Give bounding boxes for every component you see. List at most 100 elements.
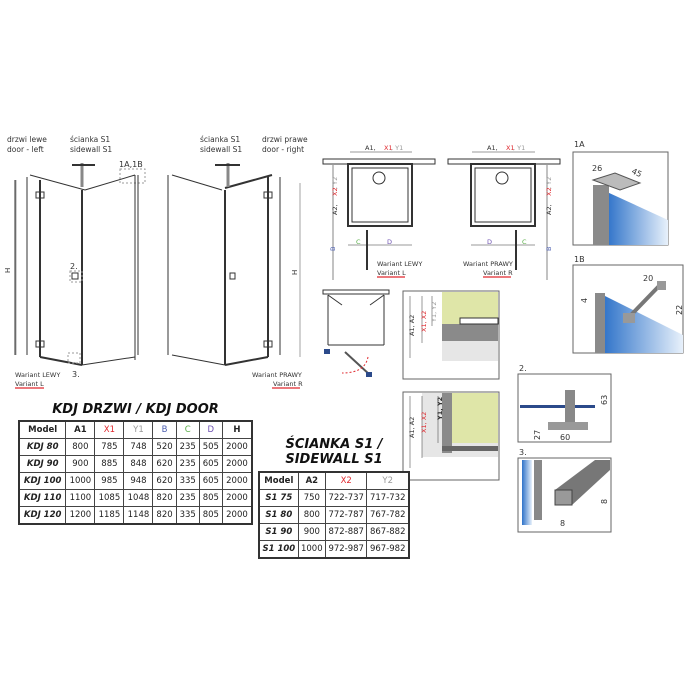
value-cell: 717-732: [366, 489, 410, 507]
plan-left-b: B: [329, 247, 337, 251]
plan-right-width-x: X1: [506, 144, 515, 152]
model-cell: S1 90: [258, 523, 299, 541]
value-cell: 1048: [123, 489, 154, 507]
value-cell: 335: [175, 472, 200, 490]
model-cell: KDJ 80: [18, 438, 67, 456]
value-cell: 1185: [94, 506, 125, 525]
handle-seal-details: 2. 63 27 60 3. 8 8: [517, 364, 612, 533]
model-cell: S1 80: [258, 506, 299, 524]
plan-right: A1, X1 , Y1 A2, X2 , Y2 B D C Wariant PR…: [447, 144, 561, 280]
door-table-title: KDJ DRZWI / KDJ DOOR: [52, 402, 219, 417]
sidewall-table-title: ŚCIANKA S1 / SIDEWALL S1: [258, 437, 410, 467]
label-sidewall-2: sidewall S1: [70, 145, 112, 154]
value-cell: 750: [297, 489, 326, 507]
value-cell: 235: [175, 455, 200, 473]
detail-3-marker: 3.: [72, 370, 80, 379]
plan-left-d: D: [387, 238, 392, 246]
value-cell: 1085: [94, 489, 125, 507]
variant-left-en: Variant L: [15, 380, 44, 388]
value-cell: 1000: [297, 540, 326, 559]
value-cell: 2000: [221, 489, 253, 507]
column-header-h: H: [221, 420, 253, 439]
label-door-left-1: drzwi lewe: [7, 135, 47, 144]
detail-1a: 1A 26 45: [572, 140, 669, 246]
hinge-details: 1A 26 45 1B 20 4 22: [572, 140, 684, 354]
value-cell: 867-882: [366, 523, 410, 541]
value-cell: 2000: [221, 472, 253, 490]
height-label-right: H: [291, 270, 299, 275]
plan-left-width-y: , Y1: [391, 144, 403, 152]
column-header-y1: Y1: [123, 420, 154, 439]
detail-top-y: Y1, Y2: [430, 302, 438, 323]
model-cell: KDJ 100: [18, 472, 67, 490]
value-cell: 2000: [221, 455, 253, 473]
variant-right-en: Variant R: [273, 380, 303, 388]
column-header-x2: X2: [324, 471, 368, 490]
plan-right-c: C: [522, 238, 527, 246]
sidewall-title-en: SIDEWALL S1: [285, 452, 383, 467]
value-cell: 235: [175, 438, 200, 456]
column-header-x1: X1: [94, 420, 125, 439]
detail-bottom-y: Y1, Y2: [436, 397, 444, 421]
column-header-c: C: [175, 420, 200, 439]
value-cell: 605: [198, 455, 223, 473]
detail-1a-dim-26: 26: [592, 164, 602, 173]
model-cell: S1 75: [258, 489, 299, 507]
plan-left: A1, X1 , Y1 A2, X2 , Y2 B C D Wariant LE…: [322, 144, 436, 280]
detail-2-dim-60: 60: [560, 433, 570, 442]
variant-left-pl: Wariant LEWY: [15, 371, 60, 379]
value-cell: 805: [198, 506, 223, 525]
value-cell: 872-887: [324, 523, 368, 541]
detail-2-title: 2.: [519, 364, 527, 373]
plan-right-width-a: A1,: [487, 144, 498, 152]
value-cell: 785: [94, 438, 125, 456]
detail-1b-dim-20: 20: [643, 274, 653, 283]
detail-3-title: 3.: [519, 448, 527, 457]
detail-top-a: A1, A2: [408, 315, 416, 336]
door-swing-diagram: [322, 289, 390, 377]
plan-left-width-a: A1,: [365, 144, 376, 152]
model-cell: KDJ 90: [18, 455, 67, 473]
column-header-d: D: [198, 420, 223, 439]
label-sidewall-1: ścianka S1: [70, 135, 110, 144]
label-door-left-2: door - left: [7, 145, 44, 154]
detail-bottom: A1, A2 X1, X2 Y1, Y2: [402, 391, 500, 481]
plan-left-c: C: [356, 238, 361, 246]
plan-left-variant-pl: Wariant LEWY: [377, 260, 422, 268]
plan-right-depth-a: A2,: [545, 204, 553, 215]
value-cell: 820: [152, 489, 177, 507]
value-cell: 620: [152, 455, 177, 473]
value-cell: 2000: [221, 438, 253, 456]
value-cell: 605: [198, 472, 223, 490]
plan-right-d: D: [487, 238, 492, 246]
detail-3-dim-height: 8: [600, 499, 609, 504]
column-header-a1: A1: [65, 420, 96, 439]
plan-right-depth-y: , Y2: [545, 177, 553, 189]
detail-1b-dim-4: 4: [580, 298, 589, 303]
detail-2-dim-63: 63: [600, 395, 609, 405]
plan-right-depth-x: X2: [545, 187, 553, 196]
value-cell: 772-787: [324, 506, 368, 524]
variant-right-pl: Wariant PRAWY: [252, 371, 302, 379]
detail-1b: 1B 20 4 22: [572, 255, 684, 354]
label-sidewall-r1: ścianka S1: [200, 135, 240, 144]
value-cell: 900: [65, 455, 96, 473]
detail-3-dim-width: 8: [560, 519, 565, 528]
plan-left-width-x: X1: [384, 144, 393, 152]
detail-1b-title: 1B: [574, 255, 585, 264]
value-cell: 900: [297, 523, 326, 541]
detail-2-dim-27: 27: [533, 430, 542, 440]
plan-right-variant-pl: Wariant PRAWY: [463, 260, 513, 268]
value-cell: 520: [152, 438, 177, 456]
value-cell: 972-987: [324, 540, 368, 559]
value-cell: 505: [198, 438, 223, 456]
value-cell: 767-782: [366, 506, 410, 524]
